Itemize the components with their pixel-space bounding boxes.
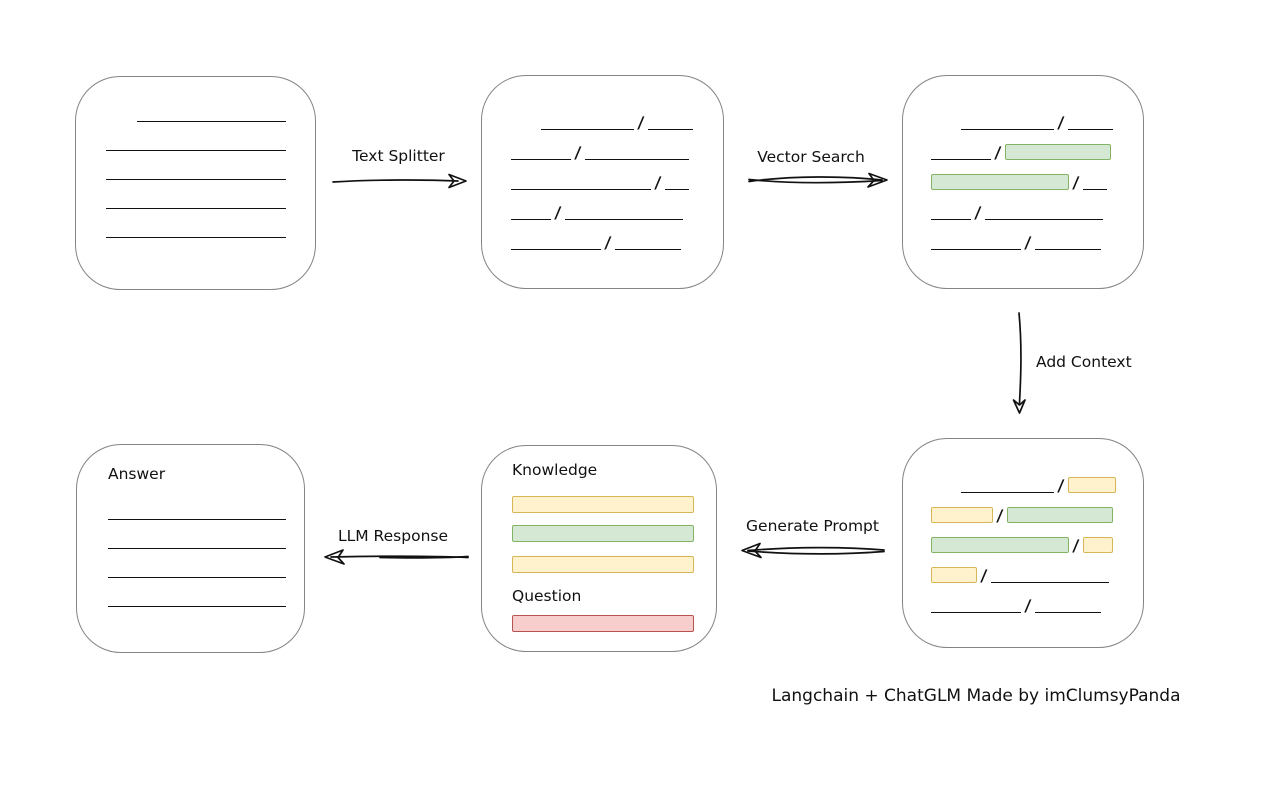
slash-separator: / xyxy=(1024,233,1032,252)
chunk-row: / xyxy=(931,233,1143,252)
answer-node: Answer xyxy=(76,444,305,653)
slash-separator: / xyxy=(604,233,612,252)
chunk-row: / xyxy=(931,143,1143,162)
chunk-row: / xyxy=(541,113,723,132)
slash-separator: / xyxy=(1057,476,1065,495)
answer-lines xyxy=(108,519,304,607)
slash-separator: / xyxy=(637,113,645,132)
red-bar xyxy=(512,615,694,632)
redacted-text-line xyxy=(511,159,571,160)
chunk-row: / xyxy=(961,113,1143,132)
redacted-text-line xyxy=(1034,249,1101,250)
redacted-text-line xyxy=(961,129,1054,130)
yellow-bar xyxy=(512,556,694,573)
redacted-text-line xyxy=(931,219,971,220)
redacted-text-line xyxy=(108,548,286,549)
redacted-text-line xyxy=(108,606,286,607)
yellow-highlight-chunk xyxy=(1082,537,1113,553)
yellow-highlight-chunk xyxy=(931,567,977,583)
slash-separator: / xyxy=(994,143,1002,162)
redacted-text-line xyxy=(614,249,681,250)
redacted-text-line xyxy=(1034,612,1101,613)
knowledge-bars xyxy=(512,481,716,573)
redacted-text-line xyxy=(931,612,1021,613)
green-highlight-chunk xyxy=(931,174,1069,190)
chunk-row: / xyxy=(931,536,1143,555)
slash-separator: / xyxy=(1072,173,1080,192)
redacted-text-line xyxy=(664,189,689,190)
redacted-text-line xyxy=(584,159,689,160)
redacted-text-line xyxy=(106,150,286,151)
redacted-text-line xyxy=(108,577,286,578)
generate-prompt-arrow xyxy=(741,542,885,559)
source-document-node xyxy=(75,76,316,290)
question-bars xyxy=(512,615,716,632)
text-splitter-label: Text Splitter xyxy=(352,147,445,165)
yellow-highlight-chunk xyxy=(1067,477,1116,493)
redacted-text-line xyxy=(511,219,551,220)
redacted-text-line xyxy=(106,237,286,238)
chunk-row: / xyxy=(931,173,1143,192)
green-highlight-chunk xyxy=(1006,507,1113,523)
chunk-row: / xyxy=(931,203,1143,222)
redacted-text-line xyxy=(137,121,286,122)
generate-prompt-label: Generate Prompt xyxy=(746,517,879,535)
redacted-text-line xyxy=(1067,129,1113,130)
vector-search-arrow xyxy=(748,172,888,188)
redacted-text-line xyxy=(511,189,651,190)
redacted-text-line xyxy=(931,159,991,160)
chunk-row: / xyxy=(931,596,1143,615)
llm-response-label: LLM Response xyxy=(337,527,448,545)
question-heading: Question xyxy=(512,587,582,605)
slash-separator: / xyxy=(574,143,582,162)
chunk-row: / xyxy=(931,566,1143,585)
redacted-text-line xyxy=(647,129,693,130)
redacted-text-line xyxy=(984,219,1103,220)
diagram-caption: Langchain + ChatGLM Made by imClumsyPand… xyxy=(771,686,1181,706)
redacted-text-line xyxy=(541,129,634,130)
slash-separator: / xyxy=(980,566,988,585)
vector-matches-node: / / / / / xyxy=(902,75,1144,289)
redacted-text-line xyxy=(564,219,683,220)
chunk-row: / xyxy=(511,203,723,222)
prompt-node: Knowledge Question xyxy=(481,445,717,652)
add-context-label: Add Context xyxy=(1036,353,1132,371)
chunk-row: / xyxy=(931,506,1143,525)
knowledge-heading: Knowledge xyxy=(512,461,598,479)
yellow-highlight-chunk xyxy=(931,507,993,523)
redacted-text-line xyxy=(990,582,1109,583)
redacted-text-line xyxy=(1082,189,1107,190)
answer-heading: Answer xyxy=(108,465,166,483)
redacted-text-line xyxy=(931,249,1021,250)
slash-separator: / xyxy=(554,203,562,222)
redacted-text-line xyxy=(106,208,286,209)
slash-separator: / xyxy=(654,173,662,192)
vector-search-label: Vector Search xyxy=(757,148,865,166)
chunk-row: / xyxy=(511,233,723,252)
redacted-text-line xyxy=(511,249,601,250)
chunk-row: / xyxy=(961,476,1143,495)
text-splitter-arrow xyxy=(332,173,467,189)
slash-separator: / xyxy=(1024,596,1032,615)
green-bar xyxy=(512,525,694,542)
slash-separator: / xyxy=(996,506,1004,525)
slash-separator: / xyxy=(1057,113,1065,132)
redacted-text-line xyxy=(961,492,1054,493)
redacted-text-line xyxy=(106,179,286,180)
redacted-text-line xyxy=(108,519,286,520)
chunk-row: / xyxy=(511,143,723,162)
green-highlight-chunk xyxy=(931,537,1069,553)
slash-separator: / xyxy=(974,203,982,222)
chunk-row: / xyxy=(511,173,723,192)
slash-separator: / xyxy=(1072,536,1080,555)
context-chunks-node: / / / / / xyxy=(902,438,1144,648)
split-chunks-node: / / / / / xyxy=(481,75,724,289)
yellow-bar xyxy=(512,496,694,513)
llm-response-arrow xyxy=(324,549,469,565)
add-context-arrow xyxy=(1012,312,1026,414)
green-highlight-chunk xyxy=(1004,144,1111,160)
